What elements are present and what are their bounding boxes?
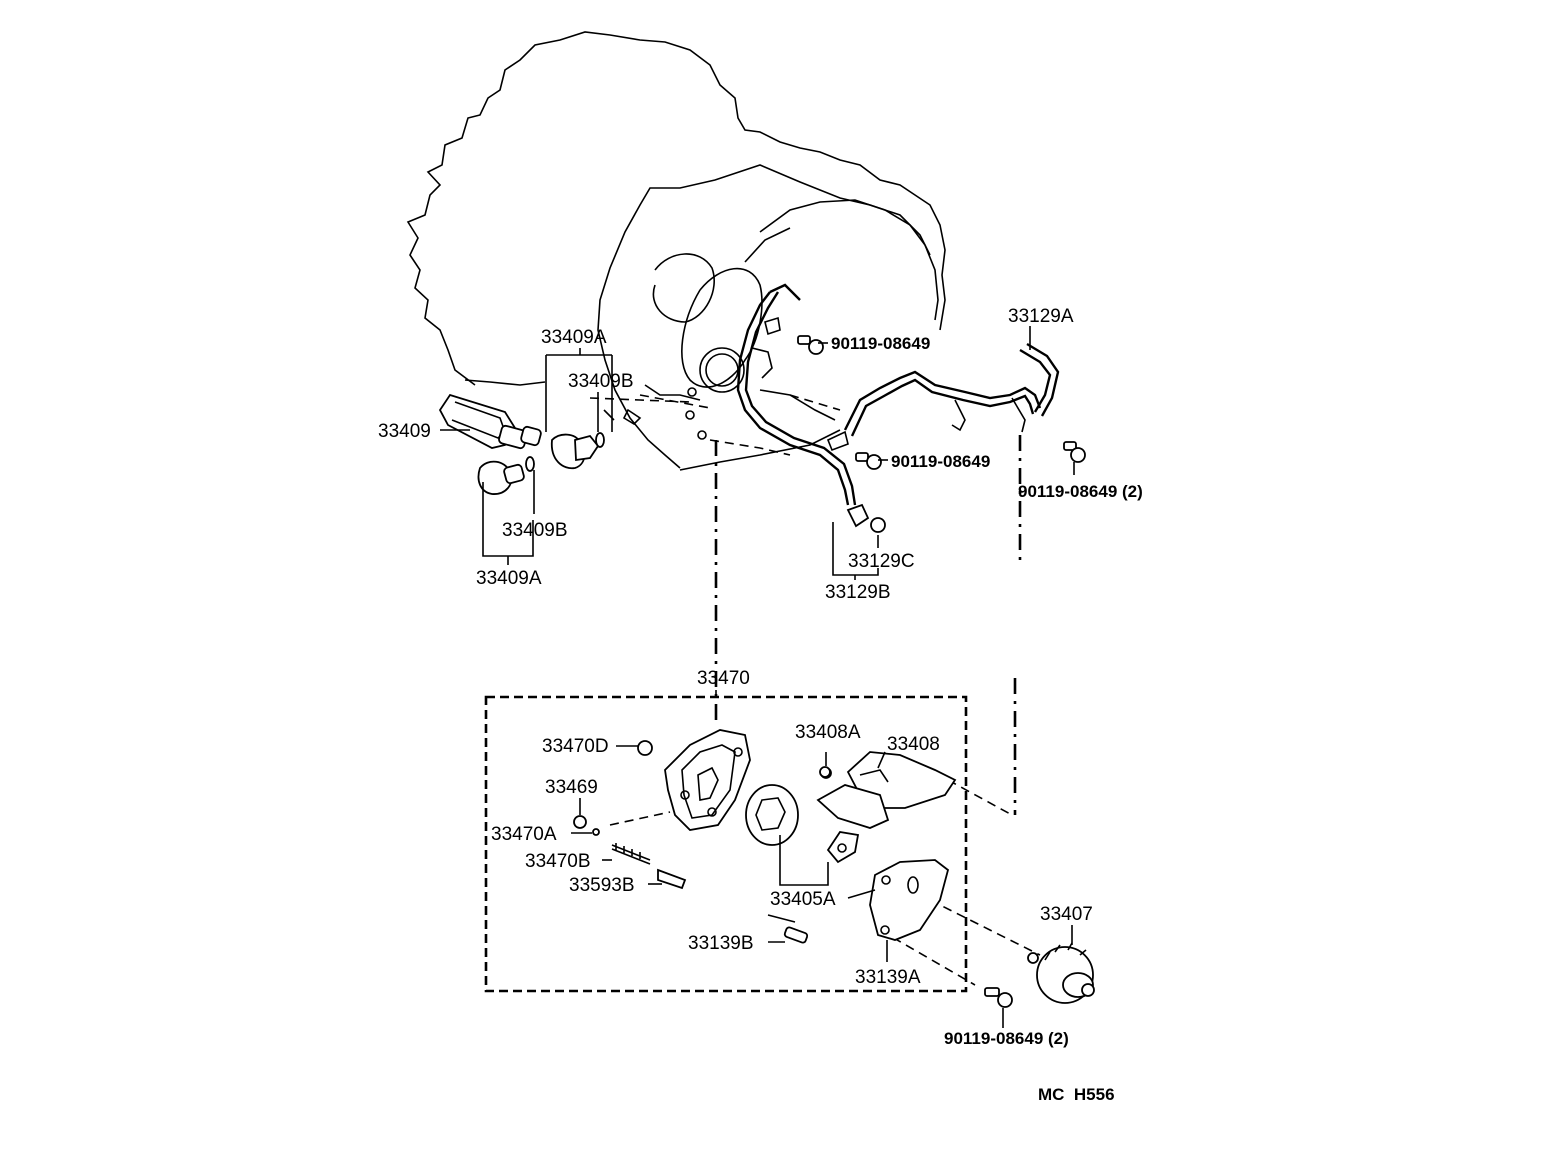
bolt-icon [1063, 441, 1086, 463]
label-33593B: 33593B [569, 875, 635, 896]
label-90119-08649-c: 90119-08649 (2) [1018, 482, 1143, 501]
label-33470D: 33470D [542, 736, 609, 757]
label-33409B-top: 33409B [568, 371, 634, 392]
label-33129B: 33129B [825, 582, 891, 603]
pump-rotors [745, 784, 860, 864]
cooler-hose-fittings [438, 393, 886, 533]
label-33409: 33409 [378, 421, 431, 442]
drive-gear [1027, 942, 1095, 1004]
label-33470A: 33470A [491, 824, 557, 845]
oil-pump-body [664, 729, 751, 831]
label-33409A-bottom: 33409A [476, 568, 542, 589]
leader-lines [440, 326, 1075, 1028]
label-90119-08649-d: 90119-08649 (2) [944, 1029, 1069, 1048]
label-33408A: 33408A [795, 722, 861, 743]
label-33407: 33407 [1040, 904, 1093, 925]
oil-pump-assembly-box [484, 695, 968, 993]
bolt-icon-group [797, 335, 1086, 1008]
label-33409B-bottom: 33409B [502, 520, 568, 541]
bolt-icon [984, 987, 1013, 1008]
label-33129A: 33129A [1008, 306, 1074, 327]
part-labels: 33129A 33409A 33409B 90119-08649 33409 9… [378, 306, 1143, 1104]
oil-cooler-pipe [736, 283, 1060, 506]
pump-cover [816, 751, 957, 829]
bolt-icon [855, 452, 882, 470]
label-33139B: 33139B [688, 933, 754, 954]
transmission-housing [406, 31, 946, 471]
label-33408: 33408 [887, 734, 940, 755]
label-33409A-top: 33409A [541, 327, 607, 348]
label-33470: 33470 [697, 668, 750, 689]
label-33129C: 33129C [848, 551, 915, 572]
label-33469: 33469 [545, 777, 598, 798]
label-33139A: 33139A [855, 967, 921, 988]
label-33405A: 33405A [770, 889, 836, 910]
diagram-code: MC H556 [1038, 1085, 1115, 1104]
label-90119-08649-a: 90119-08649 [831, 334, 930, 353]
bolt-icon [797, 335, 824, 355]
small-parts [573, 740, 831, 944]
pump-plate [869, 859, 950, 941]
label-33470B: 33470B [525, 851, 591, 872]
label-90119-08649-b: 90119-08649 [891, 452, 990, 471]
